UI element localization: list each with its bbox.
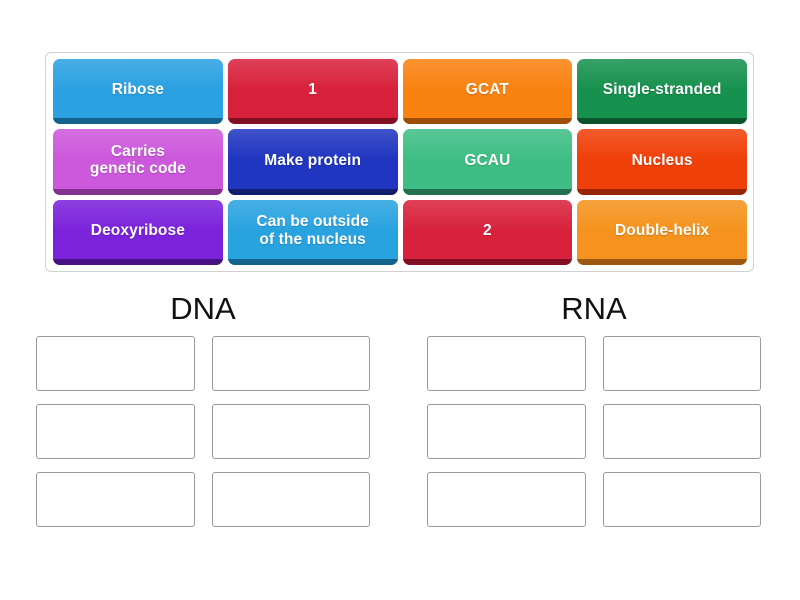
sort-zone-dna-slots — [36, 336, 370, 527]
answer-tile-label: Nucleus — [631, 151, 693, 169]
answer-tile-label: Double-helix — [615, 222, 710, 240]
answer-tile-shadow-edge — [577, 118, 747, 125]
answer-tile-shadow-edge — [53, 188, 223, 195]
answer-tile-label: Deoxyribose — [90, 222, 185, 240]
answer-tile-label: 1 — [308, 81, 317, 99]
answer-tile-label: 2 — [483, 222, 492, 240]
sort-zone-rna-title: RNA — [561, 291, 627, 326]
drop-slot-dna[interactable] — [211, 404, 370, 459]
drop-slot-rna[interactable] — [602, 336, 761, 391]
answer-tile-shadow-edge — [53, 259, 223, 265]
answer-tile-label: Ribose — [111, 81, 165, 99]
answer-tile[interactable]: GCAT — [402, 59, 573, 125]
answer-tile-shadow-edge — [402, 118, 573, 125]
answer-tile[interactable]: Single-stranded — [577, 59, 747, 125]
drop-slot-rna[interactable] — [427, 336, 586, 391]
sort-zone-rna-slots — [427, 336, 761, 527]
answer-tile[interactable]: Ribose — [53, 59, 223, 125]
answer-tile-shadow-edge — [577, 259, 747, 265]
answer-tile-shadow-edge — [227, 118, 398, 125]
answer-tile[interactable]: Double-helix — [577, 199, 747, 265]
drop-slot-rna[interactable] — [602, 404, 761, 459]
sort-zone-rna: RNA — [427, 290, 761, 527]
drop-slot-dna[interactable] — [36, 404, 195, 459]
answer-tile[interactable]: Deoxyribose — [53, 199, 223, 265]
sort-zone-dna: DNA — [36, 290, 370, 527]
drop-slot-dna[interactable] — [36, 336, 195, 391]
drop-slot-dna[interactable] — [211, 336, 370, 391]
drop-slot-rna[interactable] — [427, 404, 586, 459]
sort-zone-dna-title: DNA — [170, 291, 236, 326]
answer-tile-shadow-edge — [402, 188, 573, 195]
answer-tile-shadow-edge — [53, 118, 223, 125]
answer-tile-label: Make protein — [264, 151, 362, 169]
drop-slot-rna[interactable] — [427, 472, 586, 527]
answer-tile[interactable]: Make protein — [227, 129, 398, 195]
answer-tile-label: Single-stranded — [602, 81, 722, 99]
answer-tile[interactable]: GCAU — [402, 129, 573, 195]
answer-tile-shadow-edge — [577, 188, 747, 195]
drop-slot-dna[interactable] — [36, 472, 195, 527]
answer-tile-shadow-edge — [227, 259, 398, 265]
answer-tile-label: GCAU — [464, 151, 511, 169]
drop-slot-rna[interactable] — [602, 472, 761, 527]
answer-tile-shadow-edge — [402, 259, 573, 265]
answer-tile[interactable]: Nucleus — [577, 129, 747, 195]
answer-tile[interactable]: 2 — [402, 199, 573, 265]
answer-tile[interactable]: 1 — [227, 59, 398, 125]
answer-tile-shadow-edge — [227, 188, 398, 195]
answer-tile-label: GCAT — [465, 81, 509, 99]
drop-slot-dna[interactable] — [211, 472, 370, 527]
